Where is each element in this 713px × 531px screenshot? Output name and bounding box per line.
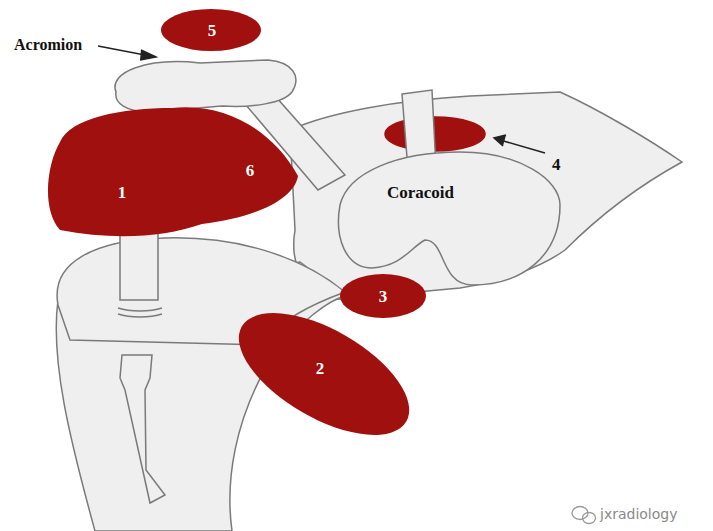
part-label: Acromion	[14, 37, 82, 53]
bursa: 3	[339, 273, 427, 319]
callout-number: 5	[208, 22, 217, 39]
callout-number: 1	[118, 184, 127, 201]
bursa: 5	[160, 8, 262, 52]
bursa-fill	[340, 274, 426, 318]
part-label: Coracoid	[387, 184, 454, 201]
bursa-fill	[238, 312, 410, 436]
biceps-tendon	[120, 232, 158, 300]
bursa-fill	[48, 107, 298, 236]
bicipital-groove	[118, 308, 162, 317]
coracoid-process	[338, 152, 560, 285]
biceps-tendon	[120, 355, 165, 503]
acromion	[115, 60, 296, 112]
callout-number: 4	[552, 156, 561, 173]
callout-number: 3	[379, 288, 388, 305]
bursa-fill	[161, 9, 261, 51]
callout-number: 6	[246, 162, 255, 179]
watermark: jxradiology	[600, 507, 677, 521]
bursa-shape	[42, 100, 300, 240]
arrowhead	[140, 50, 156, 60]
scapula	[290, 92, 682, 300]
bursa: 2	[238, 312, 410, 436]
arrowhead	[494, 135, 506, 146]
leader-arrow	[500, 140, 545, 153]
watermark-icon	[572, 507, 596, 524]
callout-number: 2	[316, 360, 325, 377]
bursa: 16	[42, 100, 300, 240]
